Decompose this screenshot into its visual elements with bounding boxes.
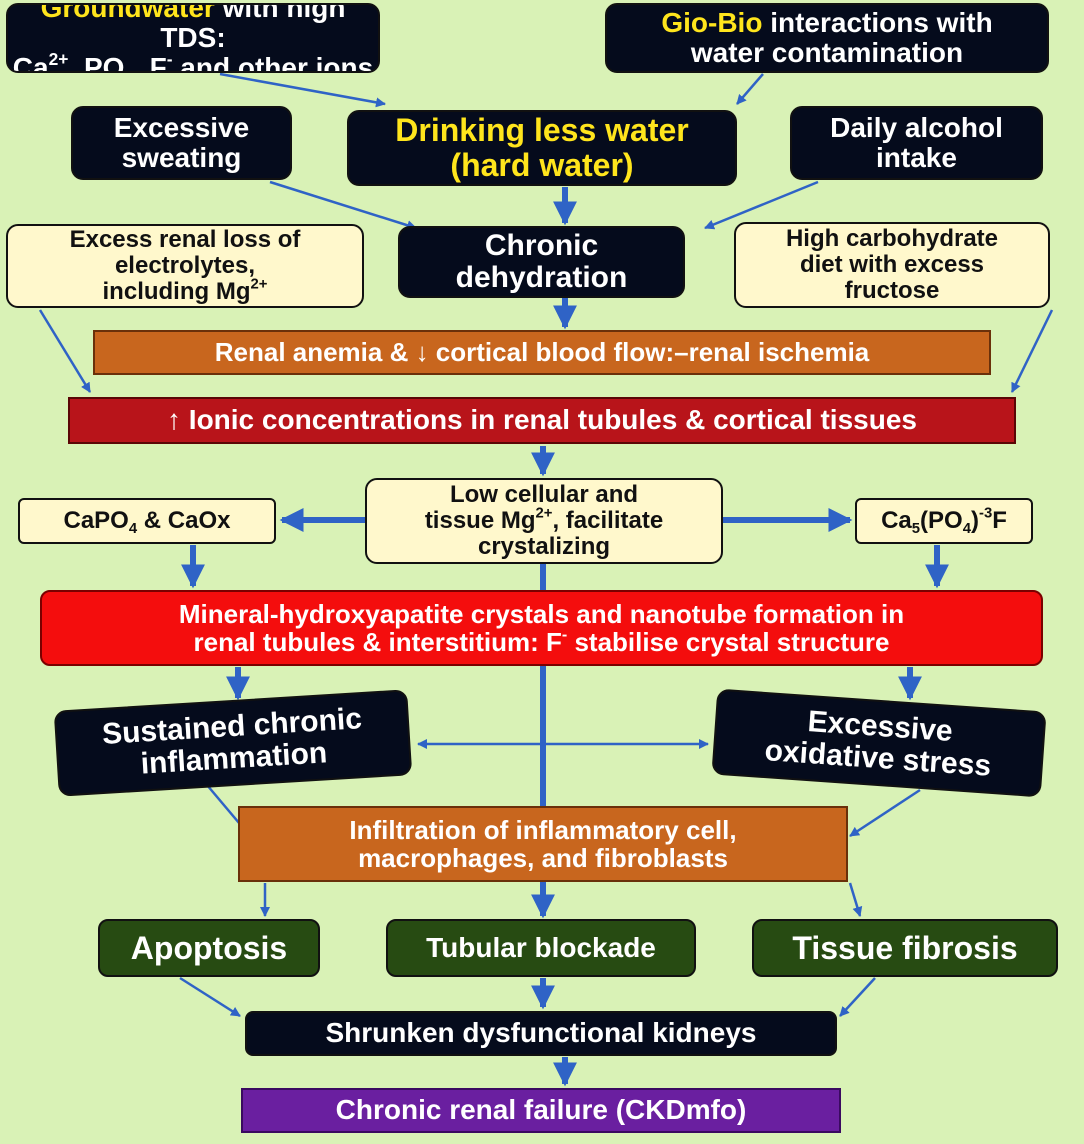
- node-mineral: Mineral-hydroxyapatite crystals and nano…: [40, 590, 1043, 666]
- carb-line3: fructose: [844, 276, 940, 304]
- node-shrunken: Shrunken dysfunctional kidneys: [245, 1011, 837, 1056]
- ca5-d: F: [992, 507, 1007, 535]
- arrow-thin-5: [1010, 309, 1054, 393]
- low-mg-line1: Low cellular and: [449, 481, 639, 509]
- arrow-thin-7: [849, 788, 921, 838]
- ca5-b: (PO: [920, 507, 963, 535]
- ca5-a-sub: 5: [911, 521, 921, 538]
- groundwater-po-sub: 4: [124, 67, 134, 71]
- low-mg-line2a: tissue Mg: [424, 507, 536, 535]
- dehydration-line2: dehydration: [455, 261, 628, 294]
- sweating-line2: sweating: [121, 142, 242, 173]
- node-tubular: Tubular blockade: [386, 919, 696, 977]
- mineral-line2b: stabilise crystal structure: [567, 627, 890, 657]
- node-geobio: Gio-Bio interactions with water contamin…: [605, 3, 1049, 73]
- node-drinking: Drinking less water(hard water): [347, 110, 737, 186]
- node-ionic: ↑ Ionic concentrations in renal tubules …: [68, 397, 1016, 444]
- alcohol-line2: intake: [876, 142, 957, 173]
- groundwater-rest: and other ions: [172, 52, 374, 73]
- carb-line2: diet with excess: [799, 251, 985, 279]
- mineral-line1: Mineral-hydroxyapatite crystals and nano…: [178, 598, 905, 629]
- geobio-line2: water contamination: [690, 37, 964, 68]
- mineral-f-charge: -: [561, 625, 568, 644]
- node-fibrosis: Tissue fibrosis: [752, 919, 1058, 977]
- low-mg-charge: 2+: [535, 505, 553, 522]
- node-capo: CaPO4 & CaOx: [18, 498, 276, 544]
- capo-a: CaPO: [63, 507, 129, 535]
- oxidative-line2: oxidative stress: [763, 734, 993, 783]
- ca5-b-sub: 4: [962, 521, 971, 538]
- ca5-a: Ca: [881, 507, 912, 535]
- drinking-line1: Drinking less water: [395, 112, 689, 149]
- alcohol-line1: Daily alcohol: [830, 111, 1003, 143]
- infiltration-line1: Infiltration of inflammatory cell,: [349, 814, 737, 845]
- sweating-line1: Excessive: [113, 111, 250, 143]
- node-ckd: Chronic renal failure (CKDmfo): [241, 1088, 841, 1133]
- node-infiltration: Infiltration of inflammatory cell,macrop…: [238, 806, 848, 882]
- renal-loss-line1: Excess renal loss of: [69, 226, 301, 254]
- arrow-thin-9: [848, 882, 863, 917]
- arrow-thin-4: [38, 309, 92, 393]
- groundwater-f-charge: -: [166, 48, 173, 69]
- groundwater-highlight: Groundwater: [40, 3, 215, 23]
- groundwater-ca: Ca: [12, 52, 49, 73]
- infiltration-line2: macrophages, and fibroblasts: [358, 843, 728, 873]
- arrow-thin-3: [704, 180, 819, 230]
- capo-a-sub: 4: [128, 521, 138, 538]
- anemia-text: Renal anemia & ↓ cortical blood flow:–re…: [214, 337, 870, 368]
- node-apoptosis: Apoptosis: [98, 919, 320, 977]
- groundwater-f: , F: [134, 52, 167, 73]
- low-mg-line2b: , facilitate: [552, 507, 664, 535]
- mineral-line2a: renal tubules & interstitium: F: [193, 627, 562, 657]
- low-mg-line3: crystalizing: [477, 532, 611, 560]
- node-anemia: Renal anemia & ↓ cortical blood flow:–re…: [93, 330, 991, 375]
- node-groundwater: Groundwater with high TDS: Ca2+, PO4, F-…: [6, 3, 380, 73]
- drinking-line2: (hard water): [450, 147, 634, 183]
- geobio-highlight: Gio-Bio: [661, 6, 763, 38]
- dehydration-line1: Chronic: [484, 228, 599, 262]
- arrow-thin-2: [269, 180, 417, 231]
- ca5-c: ): [971, 507, 979, 535]
- renal-loss-mg-charge: 2+: [250, 276, 268, 293]
- groundwater-po: , PO: [68, 52, 125, 73]
- renal-loss-line3: including Mg: [102, 277, 251, 305]
- ionic-text: ↑ Ionic concentrations in renal tubules …: [167, 404, 917, 436]
- capo-b: & CaOx: [137, 507, 231, 535]
- groundwater-ca-charge: 2+: [48, 48, 69, 69]
- groundwater-text: with high TDS:: [160, 3, 346, 53]
- node-ca5: Ca5(PO4)-3F: [855, 498, 1033, 544]
- apoptosis-text: Apoptosis: [130, 929, 288, 966]
- tubular-text: Tubular blockade: [426, 931, 656, 963]
- arrow-thin-11: [839, 977, 876, 1017]
- arrow-thin-10: [179, 976, 241, 1018]
- ca5-c-sup: -3: [979, 505, 993, 522]
- shrunken-text: Shrunken dysfunctional kidneys: [325, 1017, 757, 1049]
- renal-loss-line2: electrolytes,: [114, 252, 256, 280]
- geobio-text: interactions with: [762, 6, 993, 38]
- arrow-thin-1: [736, 73, 764, 105]
- arrow-thin-0: [219, 72, 386, 108]
- carb-line1: High carbohydrate: [785, 225, 999, 253]
- fibrosis-text: Tissue fibrosis: [792, 929, 1018, 966]
- ckd-text: Chronic renal failure (CKDmfo): [335, 1094, 747, 1126]
